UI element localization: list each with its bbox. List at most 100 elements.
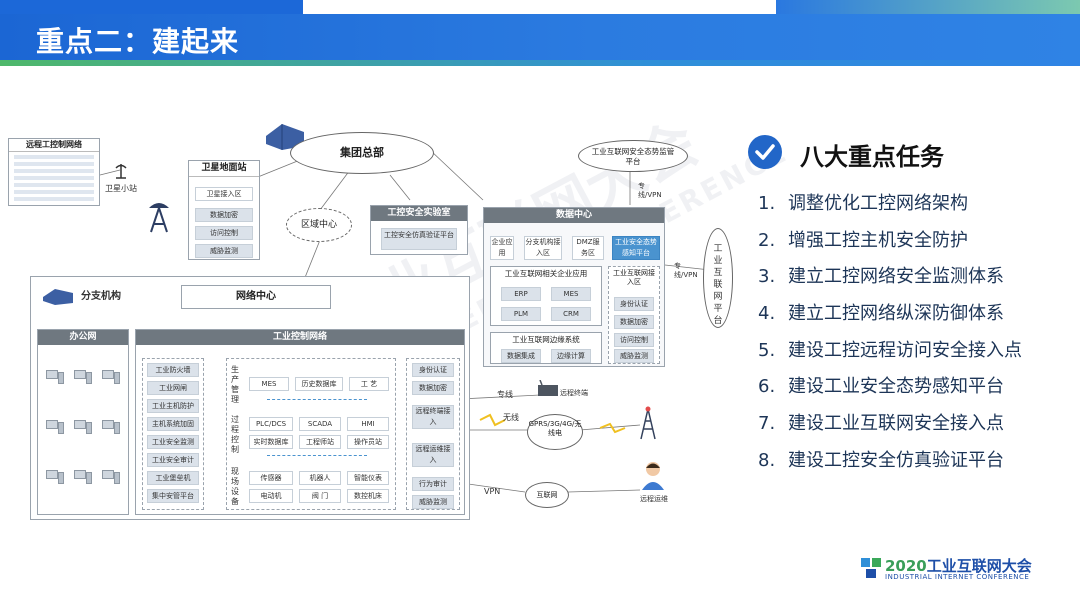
access-zone-item: 访问控制 (614, 333, 654, 347)
edge-system-item: 数据集成 (501, 349, 541, 363)
iiot-platform-label: 工业互联网平台 (713, 244, 723, 326)
ics-security-item: 工业主机防护 (147, 399, 199, 413)
task-item: 5. 建设工控远程访问安全接入点 (758, 337, 1022, 374)
security-lab-title: 工控安全实验室 (371, 206, 467, 221)
top-accent-stripe-right (776, 0, 1080, 14)
tasks-title: 八大重点任务 (800, 143, 944, 171)
task-item: 6.建设工业安全态势感知平台 (758, 373, 1022, 410)
layer-item: 实时数据库 (249, 435, 293, 449)
task-text: 建立工控网络纵深防御体系 (788, 303, 1004, 325)
remote-access-item: 身份认证 (412, 363, 454, 377)
access-zone-item: 数据加密 (614, 315, 654, 329)
ics-security-lab: 工控安全实验室 工控安全仿真验证平台 (370, 205, 468, 255)
task-number: 3. (758, 266, 776, 288)
remote-ops-label: 远程运维 (640, 495, 668, 503)
layer-label: 过程控制 (231, 415, 239, 454)
remote-terminal-label: 远程终端 (560, 389, 588, 397)
task-number: 5. (758, 339, 776, 361)
logo-subtitle: INDUSTRIAL INTERNET CONFERENCE (885, 573, 1030, 581)
vpn-label: VPN (484, 487, 501, 496)
layer-label: 现场设备 (231, 467, 239, 506)
ics-network-title: 工业控制网络 (136, 330, 464, 345)
pc-icon (102, 370, 120, 384)
task-text: 建设工业互联网安全接入点 (788, 413, 1004, 435)
task-number: 8. (758, 449, 776, 471)
building-icon (266, 124, 304, 150)
ics-layers: 生产管理 MES 历史数据库 工 艺 过程控制 PLC/DCS SCADA HM… (226, 358, 396, 510)
task-text: 建设工控远程访问安全接入点 (788, 339, 1022, 361)
pc-icon (74, 420, 92, 434)
remote-network-thumbnail (14, 155, 94, 201)
satellite-item: 卫星接入区 (195, 187, 253, 201)
layer-item: 历史数据库 (295, 377, 343, 391)
pc-icon (46, 470, 64, 484)
access-zone-title: 工业互联网接入区 (613, 269, 655, 286)
enterprise-app-item: PLM (501, 307, 541, 321)
branch-building-icon (43, 289, 73, 305)
ics-network: 工业控制网络 工业防火墙 工业网闸 工业主机防护 主机系统加固 工业安全监测 工… (135, 329, 465, 515)
banner-accent-line (0, 60, 1080, 66)
dc-top-item: 企业应用 (490, 236, 514, 260)
check-circle-icon (748, 135, 782, 169)
ics-security-item: 工业堡垒机 (147, 471, 199, 485)
layer-link (267, 455, 367, 463)
layer-item: SCADA (299, 417, 341, 431)
logo-text: 2020工业互联网大会 (885, 555, 1032, 576)
remote-ics-network: 远程工控制网络 (8, 138, 100, 206)
office-network-title: 办公网 (38, 330, 128, 345)
dc-top-item: DMZ服务区 (572, 236, 604, 260)
region-center-node: 区域中心 (286, 208, 352, 242)
satellite-ground-title: 卫星地面站 (189, 161, 259, 177)
pc-icon (74, 470, 92, 484)
dc-top-item: 分支机构接入区 (524, 236, 562, 260)
office-network: 办公网 (37, 329, 129, 515)
task-number: 2. (758, 229, 776, 251)
layer-item: 阀 门 (299, 489, 341, 503)
pc-icon (74, 370, 92, 384)
enterprise-app-item: ERP (501, 287, 541, 301)
cell-tower-icon (640, 406, 656, 440)
task-list: 1.调整优化工控网络架构 2.增强工控主机安全防护 3.建立工控网络安全监测体系… (758, 190, 1022, 484)
title-banner (0, 14, 1080, 66)
layer-item: MES (249, 377, 289, 391)
remote-terminal-icon (538, 380, 558, 396)
logo-name: 工业互联网大会 (926, 557, 1032, 575)
task-item: 4. 建立工控网络纵深防御体系 (758, 300, 1022, 337)
remote-access-item: 行为审计 (412, 477, 454, 491)
layer-item: HMI (347, 417, 389, 431)
satellite-ground-station: 卫星地面站 卫星接入区 数据加密 访问控制 威胁监测 (188, 160, 260, 260)
remote-access-item: 威胁监测 (412, 495, 454, 509)
remote-access-item: 数据加密 (412, 381, 454, 395)
pc-icon (46, 420, 64, 434)
task-text: 建设工业安全态势感知平台 (788, 376, 1004, 398)
layer-item: PLC/DCS (249, 417, 293, 431)
branch-title: 分支机构 (81, 291, 121, 302)
network-center: 网络中心 (181, 285, 331, 309)
page-title: 重点二：建起来 (36, 25, 240, 58)
edge-system-item: 边缘计算 (551, 349, 591, 363)
task-item: 1.调整优化工控网络架构 (758, 190, 1022, 227)
remote-ops-person-icon (642, 462, 664, 490)
group-hq-node: 集团总部 (290, 132, 434, 174)
layer-item: 电动机 (249, 489, 293, 503)
remote-access-item: 远程终端接入 (412, 405, 454, 429)
task-number: 4. (758, 303, 776, 325)
access-zone-item: 威胁监测 (614, 349, 654, 363)
task-text: 建设工控安全仿真验证平台 (788, 449, 1004, 471)
satellite-small-station-label: 卫星小站 (105, 184, 137, 193)
internet-cloud: 互联网 (525, 482, 569, 508)
layer-item: 机器人 (299, 471, 341, 485)
task-item: 8. 建设工控安全仿真验证平台 (758, 447, 1022, 484)
layer-item: 数控机床 (347, 489, 389, 503)
layer-label: 生产管理 (231, 365, 239, 404)
task-item: 2. 增强工控主机安全防护 (758, 227, 1022, 264)
situation-monitoring-platform: 工业互联网安全态势监管平台 (578, 140, 688, 172)
satellite-dish-icon (149, 203, 169, 233)
layer-item: 传感器 (249, 471, 293, 485)
task-text: 增强工控主机安全防护 (788, 229, 968, 251)
layer-item: 操作员站 (347, 435, 389, 449)
branch-office: 分支机构 网络中心 办公网 工业控制网络 工业防火墙 工业网闸 工业主机防护 主… (30, 276, 470, 520)
enterprise-app-item: MES (551, 287, 591, 301)
access-zone-item: 身份认证 (614, 297, 654, 311)
dedicated-vpn-label-top: 专线/VPN (638, 182, 662, 199)
